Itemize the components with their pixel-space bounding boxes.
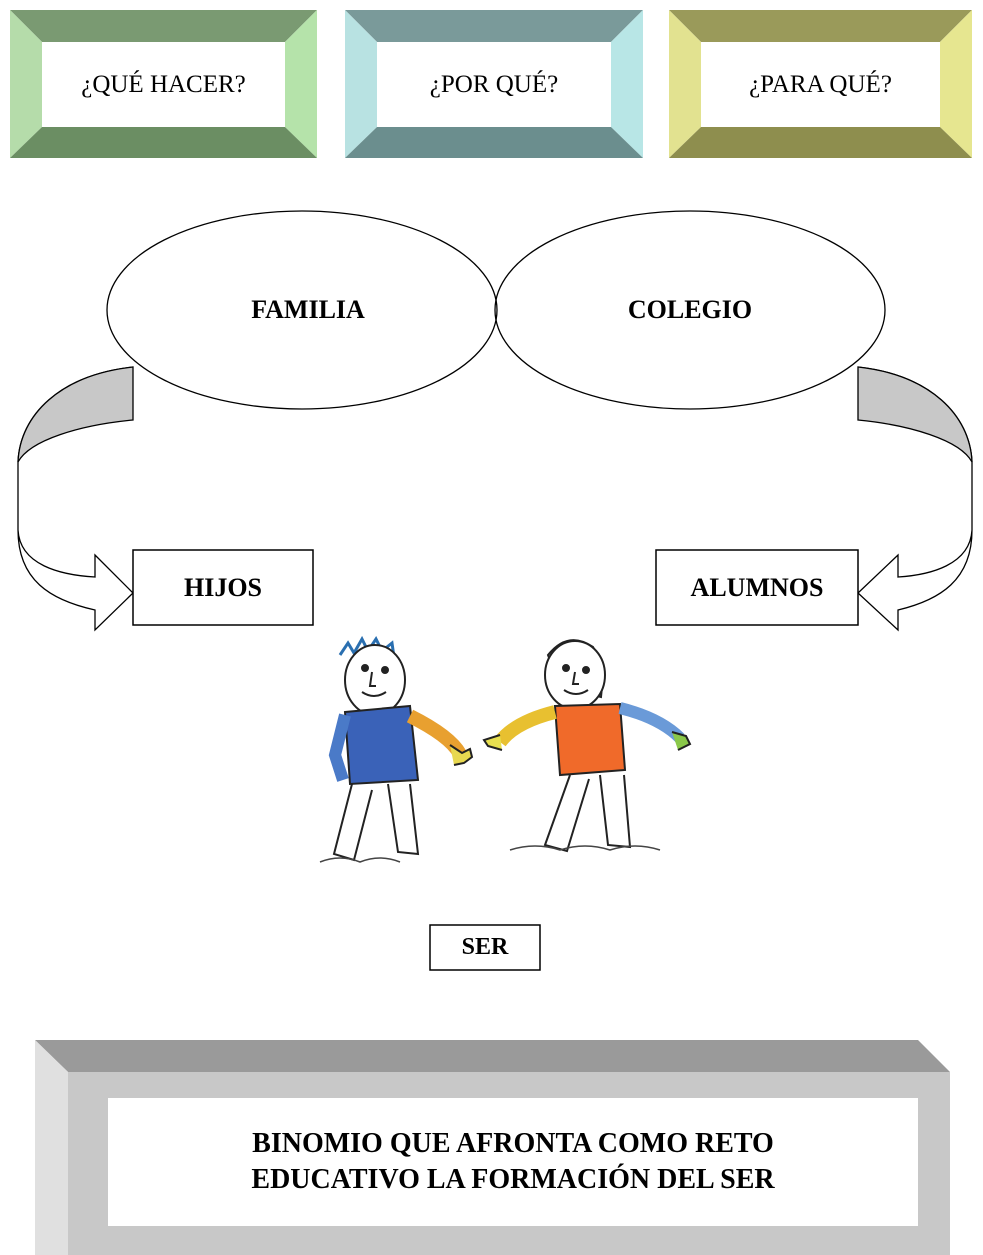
question-box-1 — [10, 10, 317, 158]
right-curved-arrow — [857, 366, 973, 632]
question-label-2: ¿POR QUÉ? — [429, 70, 559, 98]
question-label-3: ¿PARA QUÉ? — [749, 70, 892, 98]
final-box — [35, 1040, 950, 1255]
left-curved-arrow — [17, 366, 134, 632]
box-label-alumnos: ALUMNOS — [690, 572, 824, 602]
ellipse-familia — [106, 210, 498, 410]
two-children-holding-hands-icon — [319, 635, 692, 863]
ellipse-label-colegio: COLEGIO — [627, 295, 753, 324]
ellipse-label-familia: FAMILIA — [251, 295, 365, 324]
final-line-2: EDUCATIVO LA FORMACIÓN DEL SER — [251, 1164, 775, 1195]
box-ser — [429, 924, 541, 971]
final-line-1: BINOMIO QUE AFRONTA COMO RETO — [252, 1128, 774, 1159]
final-box-text: BINOMIO QUE AFRONTA COMO RETO EDUCATIVO … — [108, 1098, 918, 1226]
question-box-2 — [345, 10, 643, 158]
ellipse-colegio — [494, 210, 886, 410]
question-label-1: ¿QUÉ HACER? — [81, 70, 246, 98]
box-alumnos — [655, 549, 859, 626]
question-box-3 — [669, 10, 972, 158]
box-hijos — [132, 549, 314, 626]
box-label-hijos: HIJOS — [183, 572, 263, 602]
box-label-ser: SER — [461, 934, 509, 960]
